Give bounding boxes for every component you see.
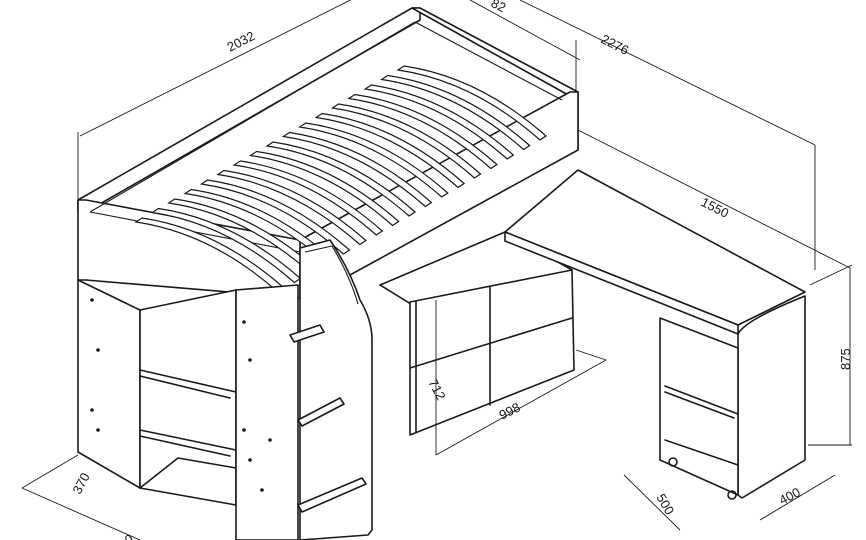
screw-hole: [242, 428, 246, 432]
screw-hole: [96, 348, 100, 352]
cabinet-side-panel: [139, 289, 237, 506]
bed-slat: [216, 169, 367, 246]
screw-hole: [242, 320, 246, 324]
screw-hole: [248, 358, 252, 362]
screw-hole: [260, 488, 264, 492]
screw-hole: [90, 298, 94, 302]
screw-hole: [96, 428, 100, 432]
bed-slat: [232, 160, 384, 236]
dim-bottom-depth-label: 370: [69, 470, 92, 496]
stair-side-panel-left: [235, 284, 299, 540]
desk-leg-side: [659, 317, 739, 496]
dim-partial-top-label: 82: [489, 0, 509, 15]
stair-step-1: [289, 324, 325, 343]
dim-length-label: 2032: [225, 28, 258, 54]
desk-leg-unit: [737, 295, 806, 499]
dim-total-width-label: 2276: [599, 31, 632, 57]
dim-desk-depth-label: 400: [777, 484, 803, 507]
castor-wheel: [668, 457, 678, 467]
cabinet-front-panel: [77, 279, 141, 489]
dim-desk-length-label: 1550: [699, 194, 732, 220]
stair-unit: [235, 239, 373, 540]
bed-slat: [281, 131, 433, 208]
dim-height-label: 875: [838, 348, 853, 370]
shelf-unit: [379, 231, 575, 436]
bed-slat: [347, 93, 498, 170]
bed-slat: [314, 112, 466, 189]
bed-slat: [396, 65, 547, 141]
screw-hole: [248, 458, 252, 462]
left-cabinet: [77, 279, 237, 506]
stair-step-2: [297, 397, 345, 427]
bed-slat: [363, 84, 515, 160]
bed-slat: [265, 141, 416, 217]
shelf-front: [409, 269, 575, 436]
dim-desk-unit-width-label: 500: [653, 491, 677, 517]
bed-slat: [199, 179, 351, 255]
screw-hole: [268, 438, 272, 442]
bed-slat: [379, 74, 531, 151]
bed-slat: [248, 150, 400, 227]
screw-hole: [90, 408, 94, 412]
desk: [504, 169, 806, 500]
stair-step-3: [297, 477, 367, 513]
dimension-lines: [21, 0, 853, 540]
assembly-holes: [90, 298, 272, 492]
bed-slat: [330, 103, 482, 179]
bed-slat: [298, 122, 449, 198]
dim-bottom-left-partial-label: 0: [122, 531, 136, 540]
stair-side-panel-right: [299, 239, 373, 540]
